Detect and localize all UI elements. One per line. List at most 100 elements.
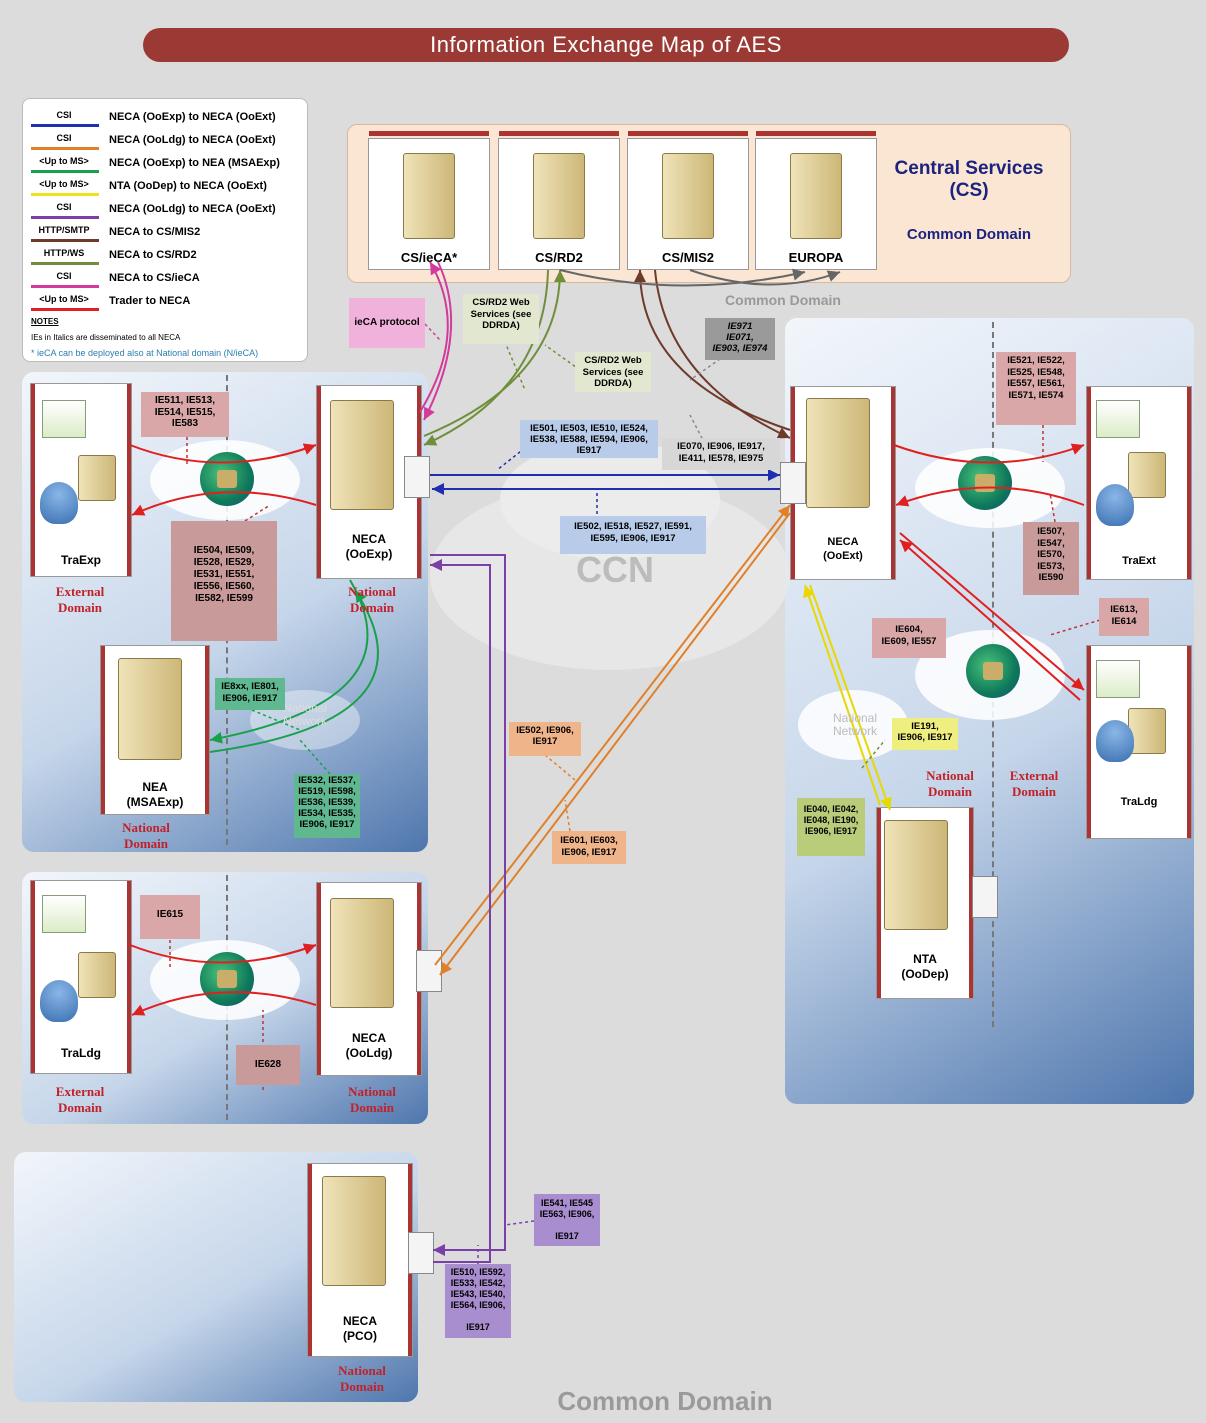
ie-box: IE070, IE906, IE917, IE411, IE578, IE975: [662, 438, 780, 470]
nea-label: NEA (MSAExp): [126, 780, 184, 809]
legend-row: <Up to MS> NTA (OoDep) to NECA (OoExt): [29, 178, 303, 198]
house-icon: [42, 895, 86, 933]
ie-box: IE501, IE503, IE510, IE524, IE538, IE588…: [520, 420, 658, 458]
neca-ooext-label: NECA (OoExt): [823, 536, 863, 562]
national-domain-label: National Domain: [338, 1363, 386, 1394]
ie-box: IE615: [140, 895, 200, 939]
firewall-icon: [404, 456, 430, 498]
house-icon: [42, 400, 86, 438]
server-icon: [533, 153, 585, 239]
ie-box: IE8xx, IE801, IE906, IE917: [215, 678, 285, 710]
central-server-box: CS/MIS2: [627, 131, 749, 270]
legend-badge: <Up to MS>: [39, 179, 89, 189]
ie-box: IE191, IE906, IE917: [892, 718, 958, 750]
ie-box: IE510, IE592, IE533, IE542, IE543, IE540…: [445, 1264, 511, 1338]
legend-notes-title: NOTES: [31, 317, 59, 326]
ie-box: IE507, IE547, IE570, IE573, IE590: [1023, 522, 1079, 595]
legend-row: CSI NECA (OoLdg) to NECA (OoExt): [29, 201, 303, 221]
firewall-icon: [780, 462, 806, 504]
legend-line-swatch: [31, 308, 99, 311]
ie-box: IE601, IE603, IE906, IE917: [552, 831, 626, 864]
central-server-box: EUROPA: [755, 131, 877, 270]
legend-note-ieca: * ieCA can be deployed also at National …: [31, 348, 259, 358]
ie-box: IE532, IE537, IE519, IE598, IE536, IE539…: [294, 774, 360, 838]
ie-box: IE504, IE509, IE528, IE529, IE531, IE551…: [171, 521, 277, 641]
globe-lock-icon: [966, 644, 1020, 698]
ie-box: IE541, IE545 IE563, IE906, IE917: [534, 1194, 600, 1246]
legend-text: NTA (OoDep) to NECA (OoExt): [109, 180, 267, 192]
server-icon: [790, 153, 842, 239]
ie-box: IE502, IE518, IE527, IE591, IE595, IE906…: [560, 516, 706, 554]
ccn-label: CCN: [576, 549, 654, 590]
traldg-right-label: TraLdg: [1120, 796, 1158, 808]
central-server-box: CS/RD2: [498, 131, 620, 270]
central-services-subtitle: Common Domain: [906, 226, 1032, 243]
globe-lock-icon: [200, 952, 254, 1006]
server-icon: [1128, 452, 1166, 498]
ieca-protocol-label: ieCA protocol: [349, 298, 425, 348]
legend-line-swatch: [31, 193, 99, 196]
rd2-webservices-label: CS/RD2 Web Services (see DDRDA): [575, 352, 651, 392]
traext-label: TraExt: [1122, 555, 1156, 567]
rd2-webservices-label: CS/RD2 Web Services (see DDRDA): [463, 294, 539, 344]
legend-row: CSI NECA (OoLdg) to NECA (OoExt): [29, 132, 303, 152]
person-icon: [1096, 484, 1134, 526]
common-domain-label-bottom: Common Domain: [557, 1386, 773, 1416]
national-domain-label: National Domain: [122, 820, 170, 851]
central-server-label: CS/RD2: [535, 250, 583, 265]
national-network-label: National Network: [282, 701, 328, 728]
legend-line-swatch: [31, 285, 99, 288]
ie-box: IE628: [236, 1045, 300, 1085]
central-services-title: Central Services (CS): [894, 158, 1044, 201]
server-icon: [330, 898, 394, 1008]
legend-text: NECA (OoExp) to NECA (OoExt): [109, 111, 276, 123]
ie-box: IE521, IE522, IE525, IE548, IE557, IE561…: [996, 352, 1076, 425]
ie-box: IE604, IE609, IE557: [872, 618, 946, 658]
legend-text: NECA (OoExp) to NEA (MSAExp): [109, 157, 280, 169]
external-domain-label: External Domain: [55, 584, 105, 615]
legend-text: NECA (OoLdg) to NECA (OoExt): [109, 134, 276, 146]
national-domain-label: National Domain: [348, 1084, 396, 1115]
external-domain-label: External Domain: [55, 1084, 105, 1115]
server-icon: [330, 400, 394, 510]
neca-pco-label: NECA (PCO): [342, 1314, 377, 1343]
house-icon: [1096, 400, 1140, 438]
legend-line-swatch: [31, 262, 99, 265]
legend-line-swatch: [31, 147, 99, 150]
national-domain-label: National Domain: [348, 584, 396, 615]
legend-text: NECA to CS/MIS2: [109, 226, 201, 238]
central-server-label: CS/ieCA*: [400, 250, 458, 265]
legend-row: CSI NECA to CS/ieCA: [29, 270, 303, 290]
legend-line-swatch: [31, 170, 99, 173]
legend-badge: CSI: [56, 133, 72, 143]
legend-badge: CSI: [56, 271, 72, 281]
external-domain-label: External Domain: [1009, 768, 1059, 799]
national-network-label: National Network: [832, 711, 878, 738]
legend-text: Trader to NECA: [109, 295, 191, 307]
legend-text: NECA (OoLdg) to NECA (OoExt): [109, 203, 276, 215]
server-icon: [806, 398, 870, 508]
server-icon: [662, 153, 714, 239]
central-server-label: CS/MIS2: [661, 250, 714, 265]
neca-ooldg-label: NECA (OoLdg): [345, 1031, 393, 1060]
ie-box: IE613, IE614: [1099, 598, 1149, 636]
legend-text: NECA to CS/RD2: [109, 249, 197, 261]
legend-text: NECA to CS/ieCA: [109, 272, 200, 284]
ie-box: IE040, IE042, IE048, IE190, IE906, IE917: [797, 798, 865, 856]
central-server-box: CS/ieCA*: [368, 131, 490, 270]
legend-badge: HTTP/SMTP: [38, 225, 90, 235]
server-icon: [78, 455, 116, 501]
legend-line-swatch: [31, 239, 99, 242]
person-icon: [40, 980, 78, 1022]
neca-ooexp-label: NECA (OoExp): [345, 532, 393, 561]
legend-badge: <Up to MS>: [39, 294, 89, 304]
page-title: Information Exchange Map of AES: [143, 28, 1069, 62]
legend-badge: HTTP/WS: [43, 248, 85, 258]
ie-box: IE502, IE906, IE917: [509, 722, 581, 756]
legend-badge: CSI: [56, 202, 72, 212]
server-icon: [884, 820, 948, 930]
common-domain-label-top: Common Domain: [725, 292, 841, 308]
house-icon: [1096, 660, 1140, 698]
firewall-icon: [972, 876, 998, 918]
